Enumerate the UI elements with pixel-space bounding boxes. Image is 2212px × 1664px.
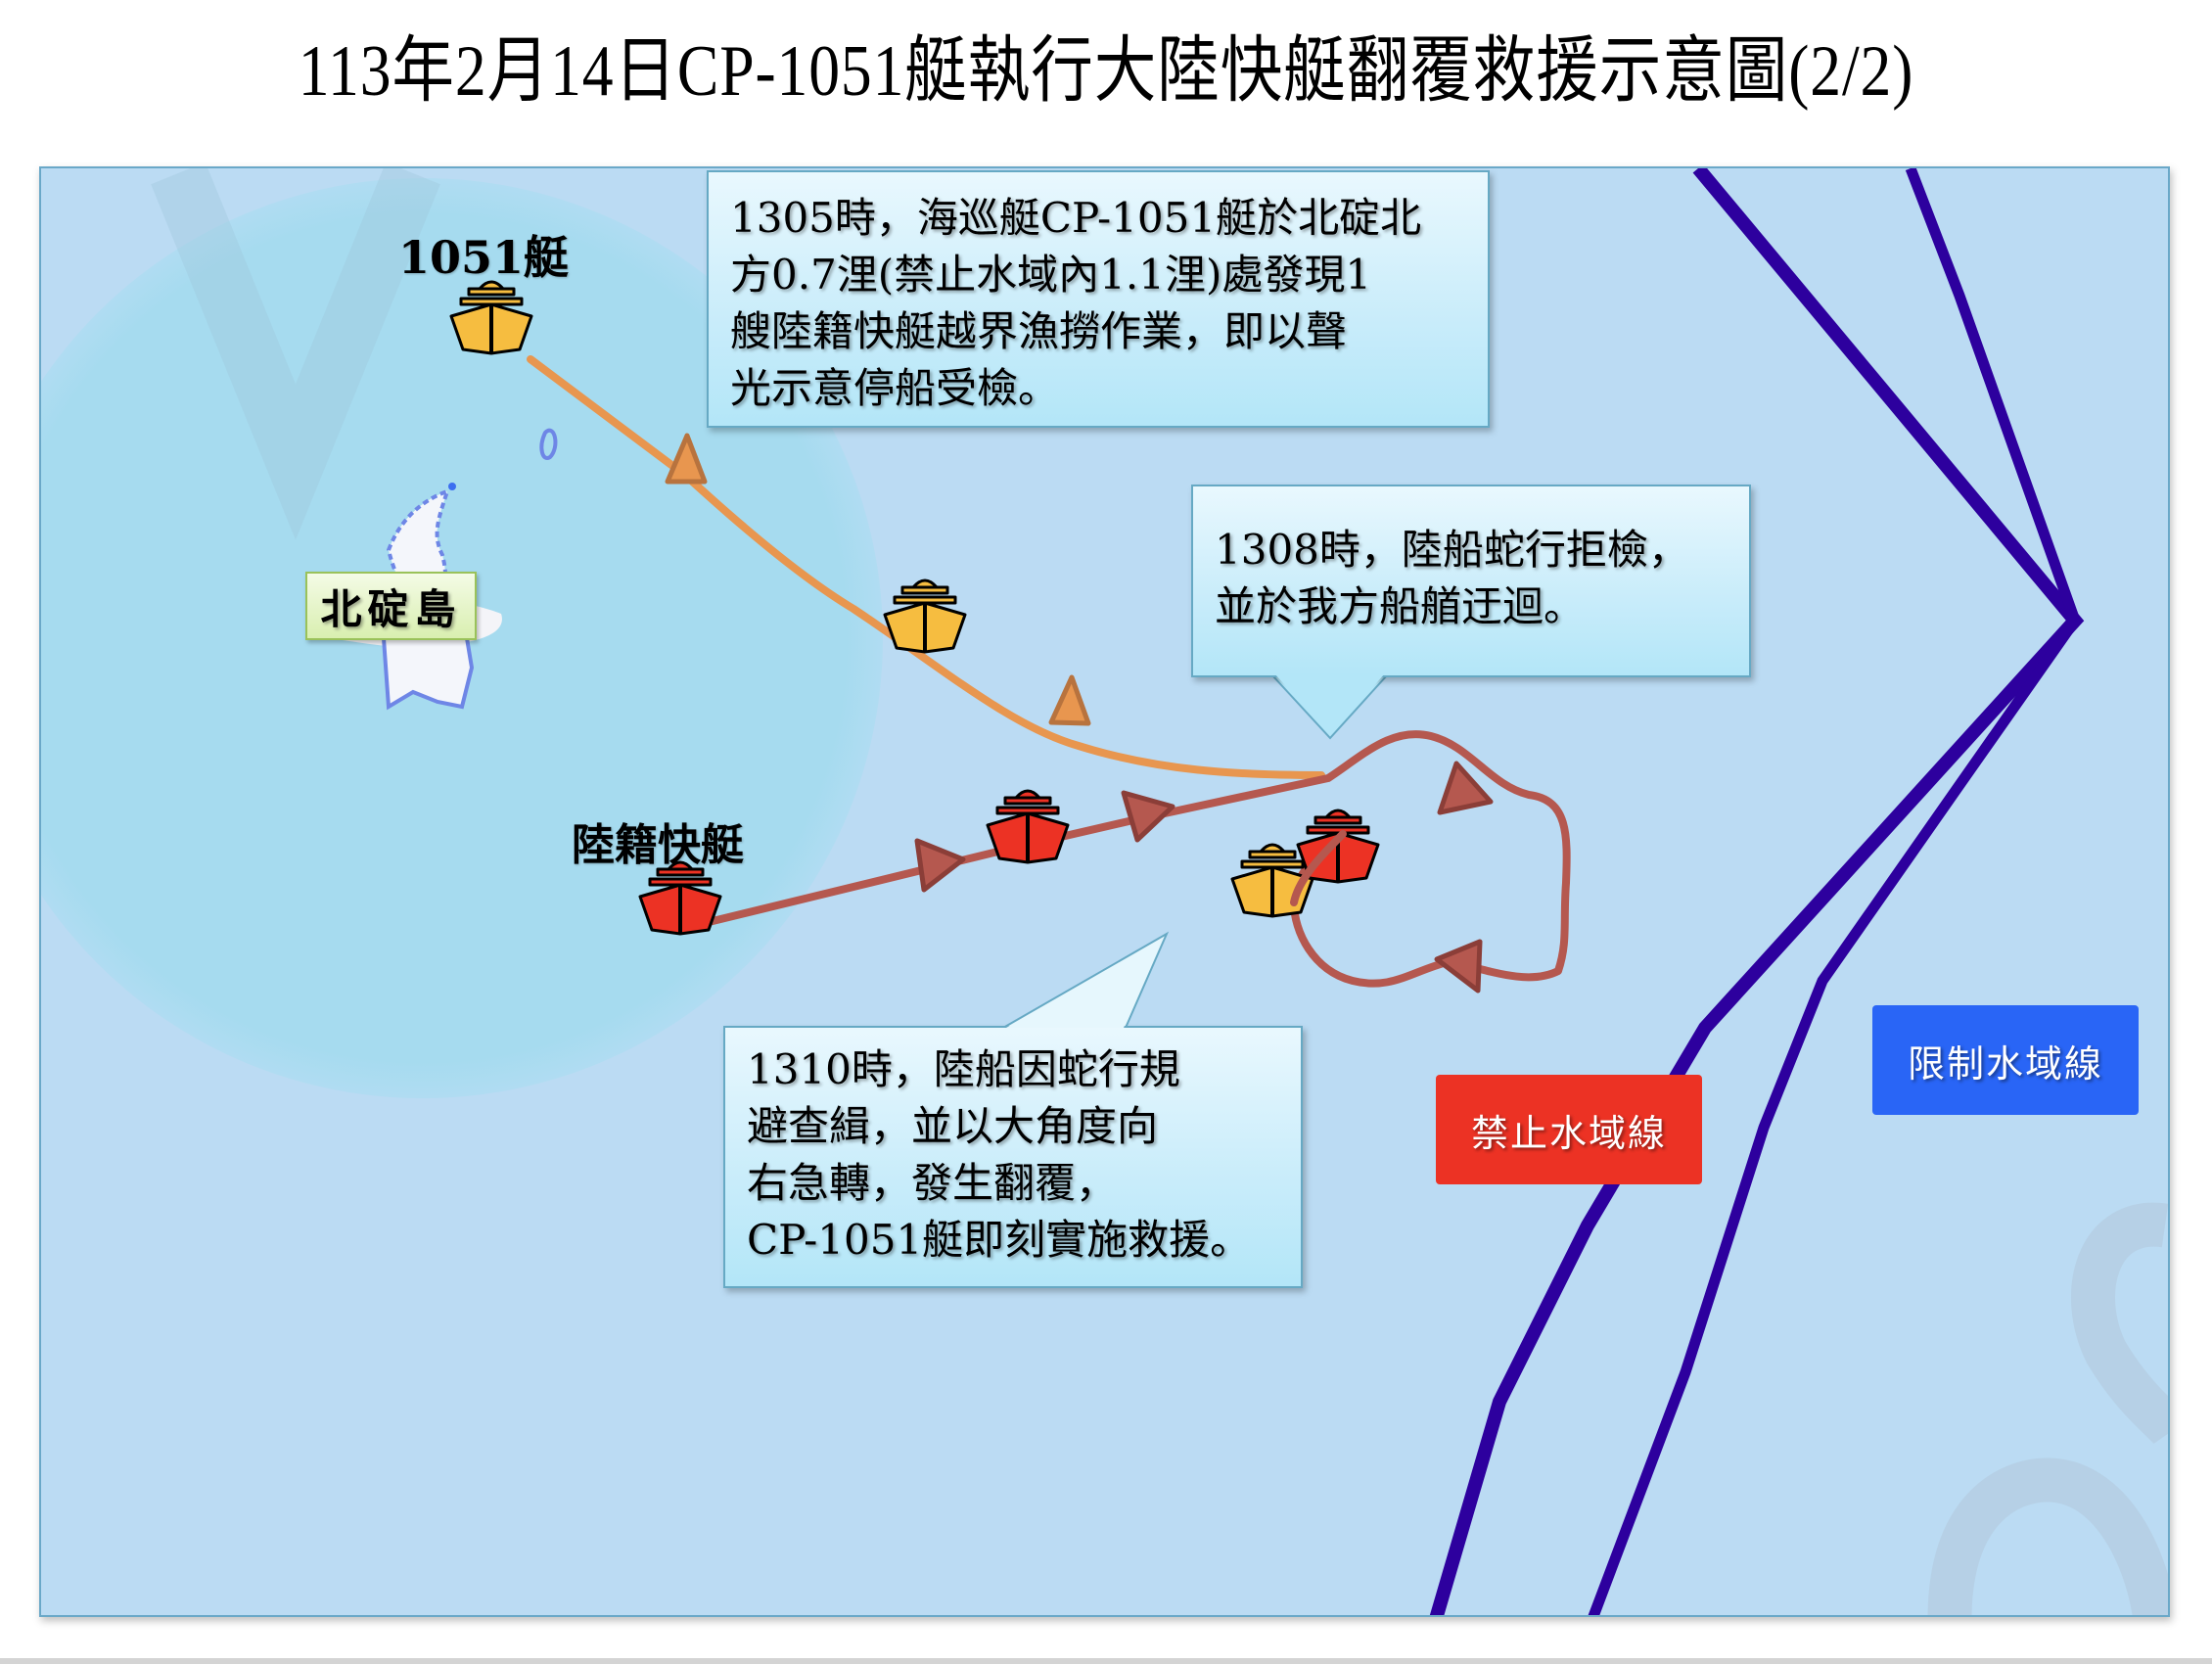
- map-area: 1051艇 陸籍快艇 北碇島 禁止水域線 限制水域線 1305時，海巡艇CP-1…: [39, 166, 2170, 1617]
- callout-text-line: 並於我方船艏迂迴。: [1215, 582, 1586, 630]
- restricted-zone-line: [1588, 168, 2082, 1615]
- restricted-zone-tag: 限制水域線: [1872, 1005, 2139, 1115]
- callout-1310: 1310時，陸船因蛇行規 避查緝，並以大角度向 右急轉，發生翻覆， CP-105…: [723, 1026, 1303, 1288]
- watermark-shape: [151, 168, 440, 540]
- intruder-direction-arrow: [914, 838, 966, 893]
- intruder-boat-label: 陸籍快艇: [572, 820, 744, 870]
- intruder-ship-icon: [638, 860, 722, 936]
- callout-text-line: 1310時，陸船因蛇行規: [747, 1045, 1180, 1093]
- watermark-shape: [2071, 1202, 2168, 1446]
- callout-text-line: 方0.7浬(禁止水域內1.1浬)處發現1: [730, 251, 1372, 299]
- intruder-direction-arrow: [1434, 939, 1483, 994]
- patrol-direction-arrow: [665, 433, 708, 485]
- callout-text-line: 右急轉，發生翻覆，: [747, 1159, 1118, 1207]
- intruder-direction-arrow: [1121, 790, 1175, 843]
- callout-1305: 1305時，海巡艇CP-1051艇於北碇北 方0.7浬(禁止水域內1.1浬)處發…: [707, 170, 1490, 428]
- patrol-ship-icon: [883, 578, 967, 654]
- callout-text-line: 避查緝，並以大角度向: [747, 1102, 1159, 1150]
- callout-text-line: 1308時，陸船蛇行拒檢，: [1215, 526, 1689, 574]
- patrol-track: [527, 355, 1325, 779]
- patrol-direction-arrow: [1048, 674, 1091, 726]
- intruder-ship-icon: [986, 789, 1070, 864]
- callout-text-line: 光示意停船受檢。: [730, 364, 1060, 412]
- intruder-direction-arrow: [1437, 761, 1494, 815]
- bottom-divider: [0, 1658, 2212, 1664]
- callout-text-line: CP-1051艇即刻實施救援。: [747, 1216, 1252, 1264]
- callout-1308: 1308時，陸船蛇行拒檢， 並於我方船艏迂迴。: [1191, 485, 1751, 677]
- intruder-track: [705, 730, 1571, 988]
- patrol-ship-icon: [449, 280, 533, 355]
- page-title: 113年2月14日CP-1051艇執行大陸快艇翻覆救援示意圖(2/2): [298, 31, 1914, 112]
- patrol-boat-label: 1051艇: [398, 231, 570, 284]
- island-label: 北碇島: [305, 572, 477, 640]
- intruder-loop-overlay: [1290, 830, 1347, 906]
- prohibited-zone-tag: 禁止水域線: [1436, 1075, 1702, 1184]
- watermark-shape: [1927, 1457, 2168, 1615]
- callout-text-line: 艘陸籍快艇越界漁撈作業，即以聲: [730, 307, 1348, 355]
- callout-text-line: 1305時，海巡艇CP-1051艇於北碇北: [730, 194, 1422, 242]
- intruder-ship-icon: [1296, 809, 1380, 884]
